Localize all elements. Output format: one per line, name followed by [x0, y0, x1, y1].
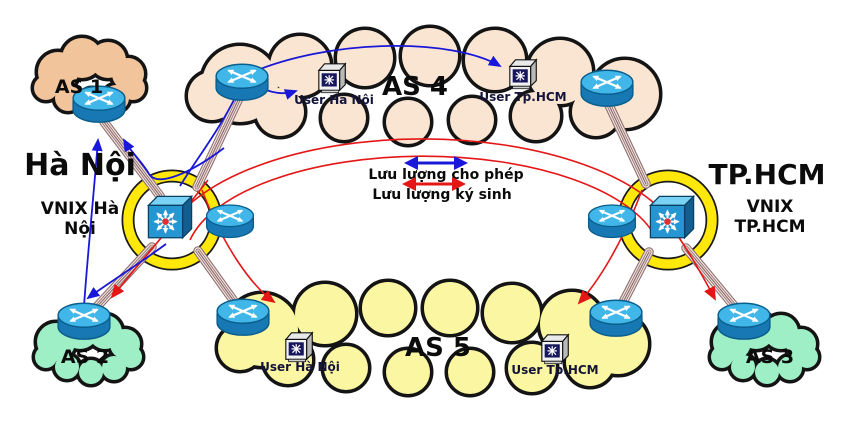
as2-label: AS 2 [61, 346, 109, 368]
router-as4-hanoi [216, 64, 268, 100]
as1-label: AS 1 [55, 76, 103, 98]
allowed-flow-to-as1-curve [122, 138, 225, 180]
router-as3 [718, 303, 770, 339]
legend-parasite-label: Lưu lượng ký sinh [372, 187, 511, 203]
allowed-flow-to-as2 [86, 243, 167, 300]
router-vnix-tphcm [589, 205, 636, 238]
allowed-flow-to-user-tphcm-as4 [247, 45, 502, 75]
user-hanoi-as4-label: User Hà Nội [294, 93, 374, 107]
as3-label: AS 3 [746, 346, 794, 368]
legend-allowed-label: Lưu lượng cho phép [368, 167, 523, 183]
parasite-arc-inner [189, 155, 657, 241]
vnix-tphcm-label-line1: VNIX [747, 197, 794, 217]
router-vnix-hanoi [207, 205, 254, 238]
parasite-flow-to-as3 [677, 235, 716, 301]
allowed-flow-as4-to-vnix [179, 95, 237, 187]
workstation-user-tphcm-as4-icon [509, 59, 537, 90]
workstation-user-hanoi-as5-icon [285, 332, 313, 363]
switch-vnix-hanoi-icon [148, 196, 191, 237]
parasite-arc-outer [165, 138, 679, 235]
workstation-user-hanoi-as4-icon [318, 63, 346, 94]
as5-label: AS 5 [405, 333, 471, 363]
legend-parasite-arrow [402, 177, 466, 191]
legend: Lưu lượng cho phép Lưu lượng ký sinh [368, 156, 524, 203]
vnix-hanoi-label-line2: Nội [64, 219, 96, 239]
user-tphcm-as5-label: User Tp.HCM [511, 363, 598, 377]
router-as2 [58, 303, 110, 339]
city-label-hanoi: Hà Nội [24, 148, 136, 183]
parasite-flow-to-as5-right [577, 189, 643, 305]
router-as5-tphcm [590, 300, 642, 336]
parasite-flow-to-as2 [110, 179, 209, 299]
as4-label: AS 4 [382, 72, 448, 102]
parasite-flow-to-as5-left [201, 189, 276, 304]
link-bundle-vnixhn-as2 [92, 247, 152, 312]
city-label-tphcm: TP.HCM [709, 158, 826, 191]
router-as4-tphcm [581, 70, 633, 106]
legend-allowed-arrow [404, 156, 468, 170]
allowed-flow-as2-to-as1 [83, 138, 103, 307]
vnix-hanoi-label-line1: VNIX Hà [41, 199, 119, 219]
link-bundle-vnixtp-as3 [686, 248, 740, 313]
parasite-traffic-flows [110, 138, 716, 305]
workstation-user-tphcm-as5-icon [541, 334, 569, 365]
user-tphcm-as4-label: User Tp.HCM [479, 90, 566, 104]
allowed-traffic-flows [83, 45, 502, 307]
user-hanoi-as5-label: User Hà Nội [260, 360, 340, 374]
switch-vnix-tphcm-icon [650, 196, 693, 237]
router-as5-hanoi [217, 299, 269, 335]
vnix-tphcm-label-line2: TP.HCM [734, 217, 805, 237]
